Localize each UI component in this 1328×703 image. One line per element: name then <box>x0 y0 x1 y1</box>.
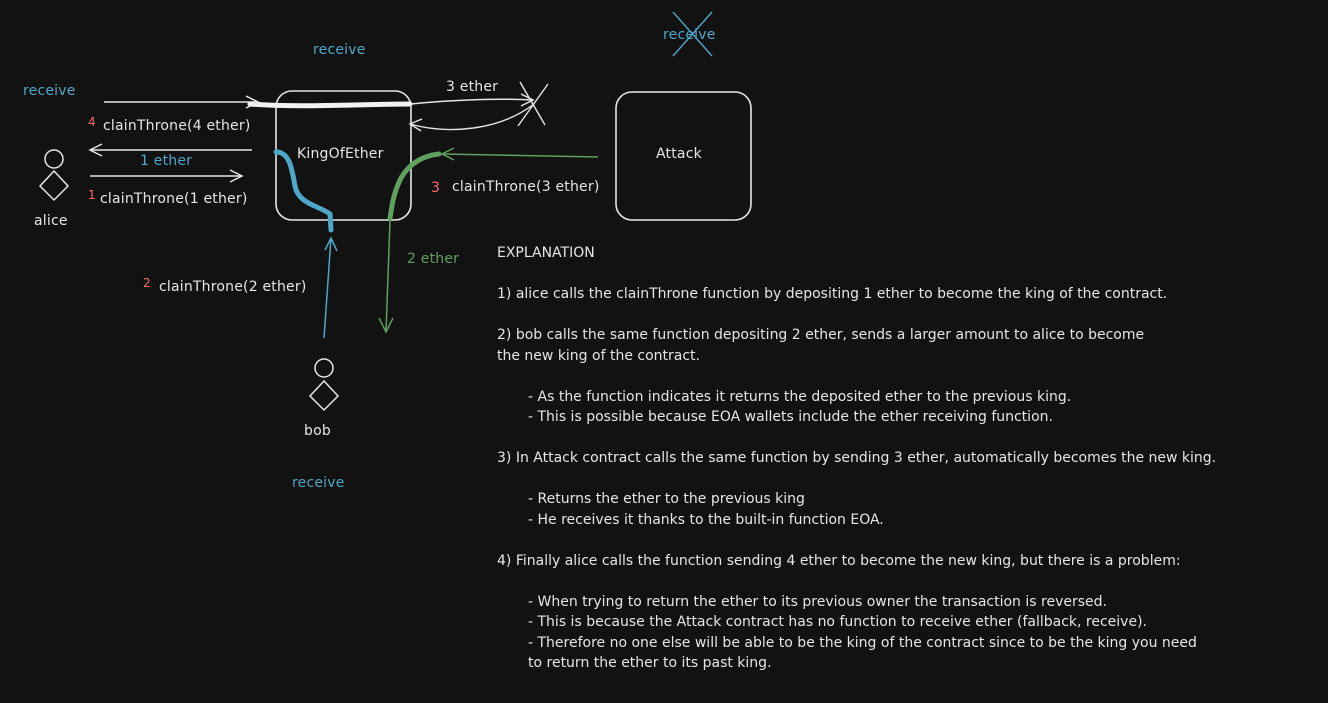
receive-label-alice: receive <box>23 83 76 99</box>
arrow-claim2 <box>323 237 332 339</box>
explanation-title: EXPLANATION <box>497 245 595 261</box>
receive-label-attack: receive <box>663 27 716 43</box>
claim4-label: clainThrone(4 ether) <box>103 118 251 134</box>
explanation-step-2b: the new king of the contract. <box>497 347 700 364</box>
explanation-step-4-bullet-2: - This is because the Attack contract ha… <box>528 614 1147 630</box>
step-2-number: 2 <box>143 276 151 290</box>
explanation-step-4-bullet-1: - When trying to return the ether to its… <box>528 593 1107 610</box>
arrow-2-ether-head <box>378 317 394 334</box>
arrow-claim4-head <box>245 95 260 109</box>
alice-head <box>44 149 64 169</box>
blue-flow-path <box>273 149 334 233</box>
arrow-3-ether <box>410 98 534 105</box>
arrow-claim3 <box>441 153 599 158</box>
king-of-ether-label: KingOfEther <box>297 146 384 162</box>
step-4-number: 4 <box>88 115 96 129</box>
explanation-step-4-bullet-3a: - Therefore no one else will be able to … <box>528 634 1197 651</box>
attack-label: Attack <box>656 146 702 162</box>
alice-body <box>38 169 70 202</box>
thick-white-stroke <box>247 101 413 109</box>
explanation-block: EXPLANATION 1) alice calls the clainThro… <box>497 243 1216 674</box>
bob-label: bob <box>304 423 331 439</box>
receive-label-king: receive <box>313 42 366 58</box>
receive-strike-cross <box>672 11 713 57</box>
three-ether-label: 3 ether <box>446 79 499 95</box>
arrow-3-ether-head <box>520 93 535 107</box>
king-of-ether-box <box>275 90 412 221</box>
arrow-bounce-back-head <box>408 118 423 132</box>
receive-label-bob: receive <box>292 475 345 491</box>
arrow-claim3-head <box>440 147 455 161</box>
arrow-2-ether <box>385 219 391 333</box>
arrow-bounce-back <box>409 103 535 131</box>
explanation-step-4-bullet-3b: to return the ether to its past king. <box>528 655 772 671</box>
one-ether-label: 1 ether <box>140 153 193 169</box>
explanation-step-3: 3) In Attack contract calls the same fun… <box>497 450 1217 466</box>
explanation-step-1: 1) alice calls the clainThrone function … <box>497 286 1168 302</box>
explanation-step-2-bullet-1: - As the function indicates it returns t… <box>528 388 1072 405</box>
explanation-step-3-bullet-1: - Returns the ether to the previous king <box>528 491 805 507</box>
explanation-step-2a: 2) bob calls the same function depositin… <box>497 327 1145 343</box>
bob-body <box>308 379 340 412</box>
explanation-step-4: 4) Finally alice calls the function send… <box>497 552 1181 569</box>
step-1-number: 1 <box>88 188 96 202</box>
claim3-label: clainThrone(3 ether) <box>452 179 600 195</box>
step-3-number: 3 <box>431 180 441 196</box>
two-ether-label: 2 ether <box>407 251 460 267</box>
explanation-step-2-bullet-2: - This is possible because EOA wallets i… <box>528 409 1053 425</box>
attack-box <box>615 91 752 221</box>
arrow-return-alice-head <box>88 143 103 157</box>
arrow-claim1-head <box>229 169 244 183</box>
claim1-label: clainThrone(1 ether) <box>100 191 248 207</box>
alice-label: alice <box>34 213 68 229</box>
arrow-claim2-head <box>324 236 338 252</box>
green-flow-path <box>387 151 442 221</box>
bob-head <box>314 358 334 378</box>
claim2-label: clainThrone(2 ether) <box>159 279 307 295</box>
explanation-step-3-bullet-2: - He receives it thanks to the built-in … <box>528 511 884 528</box>
